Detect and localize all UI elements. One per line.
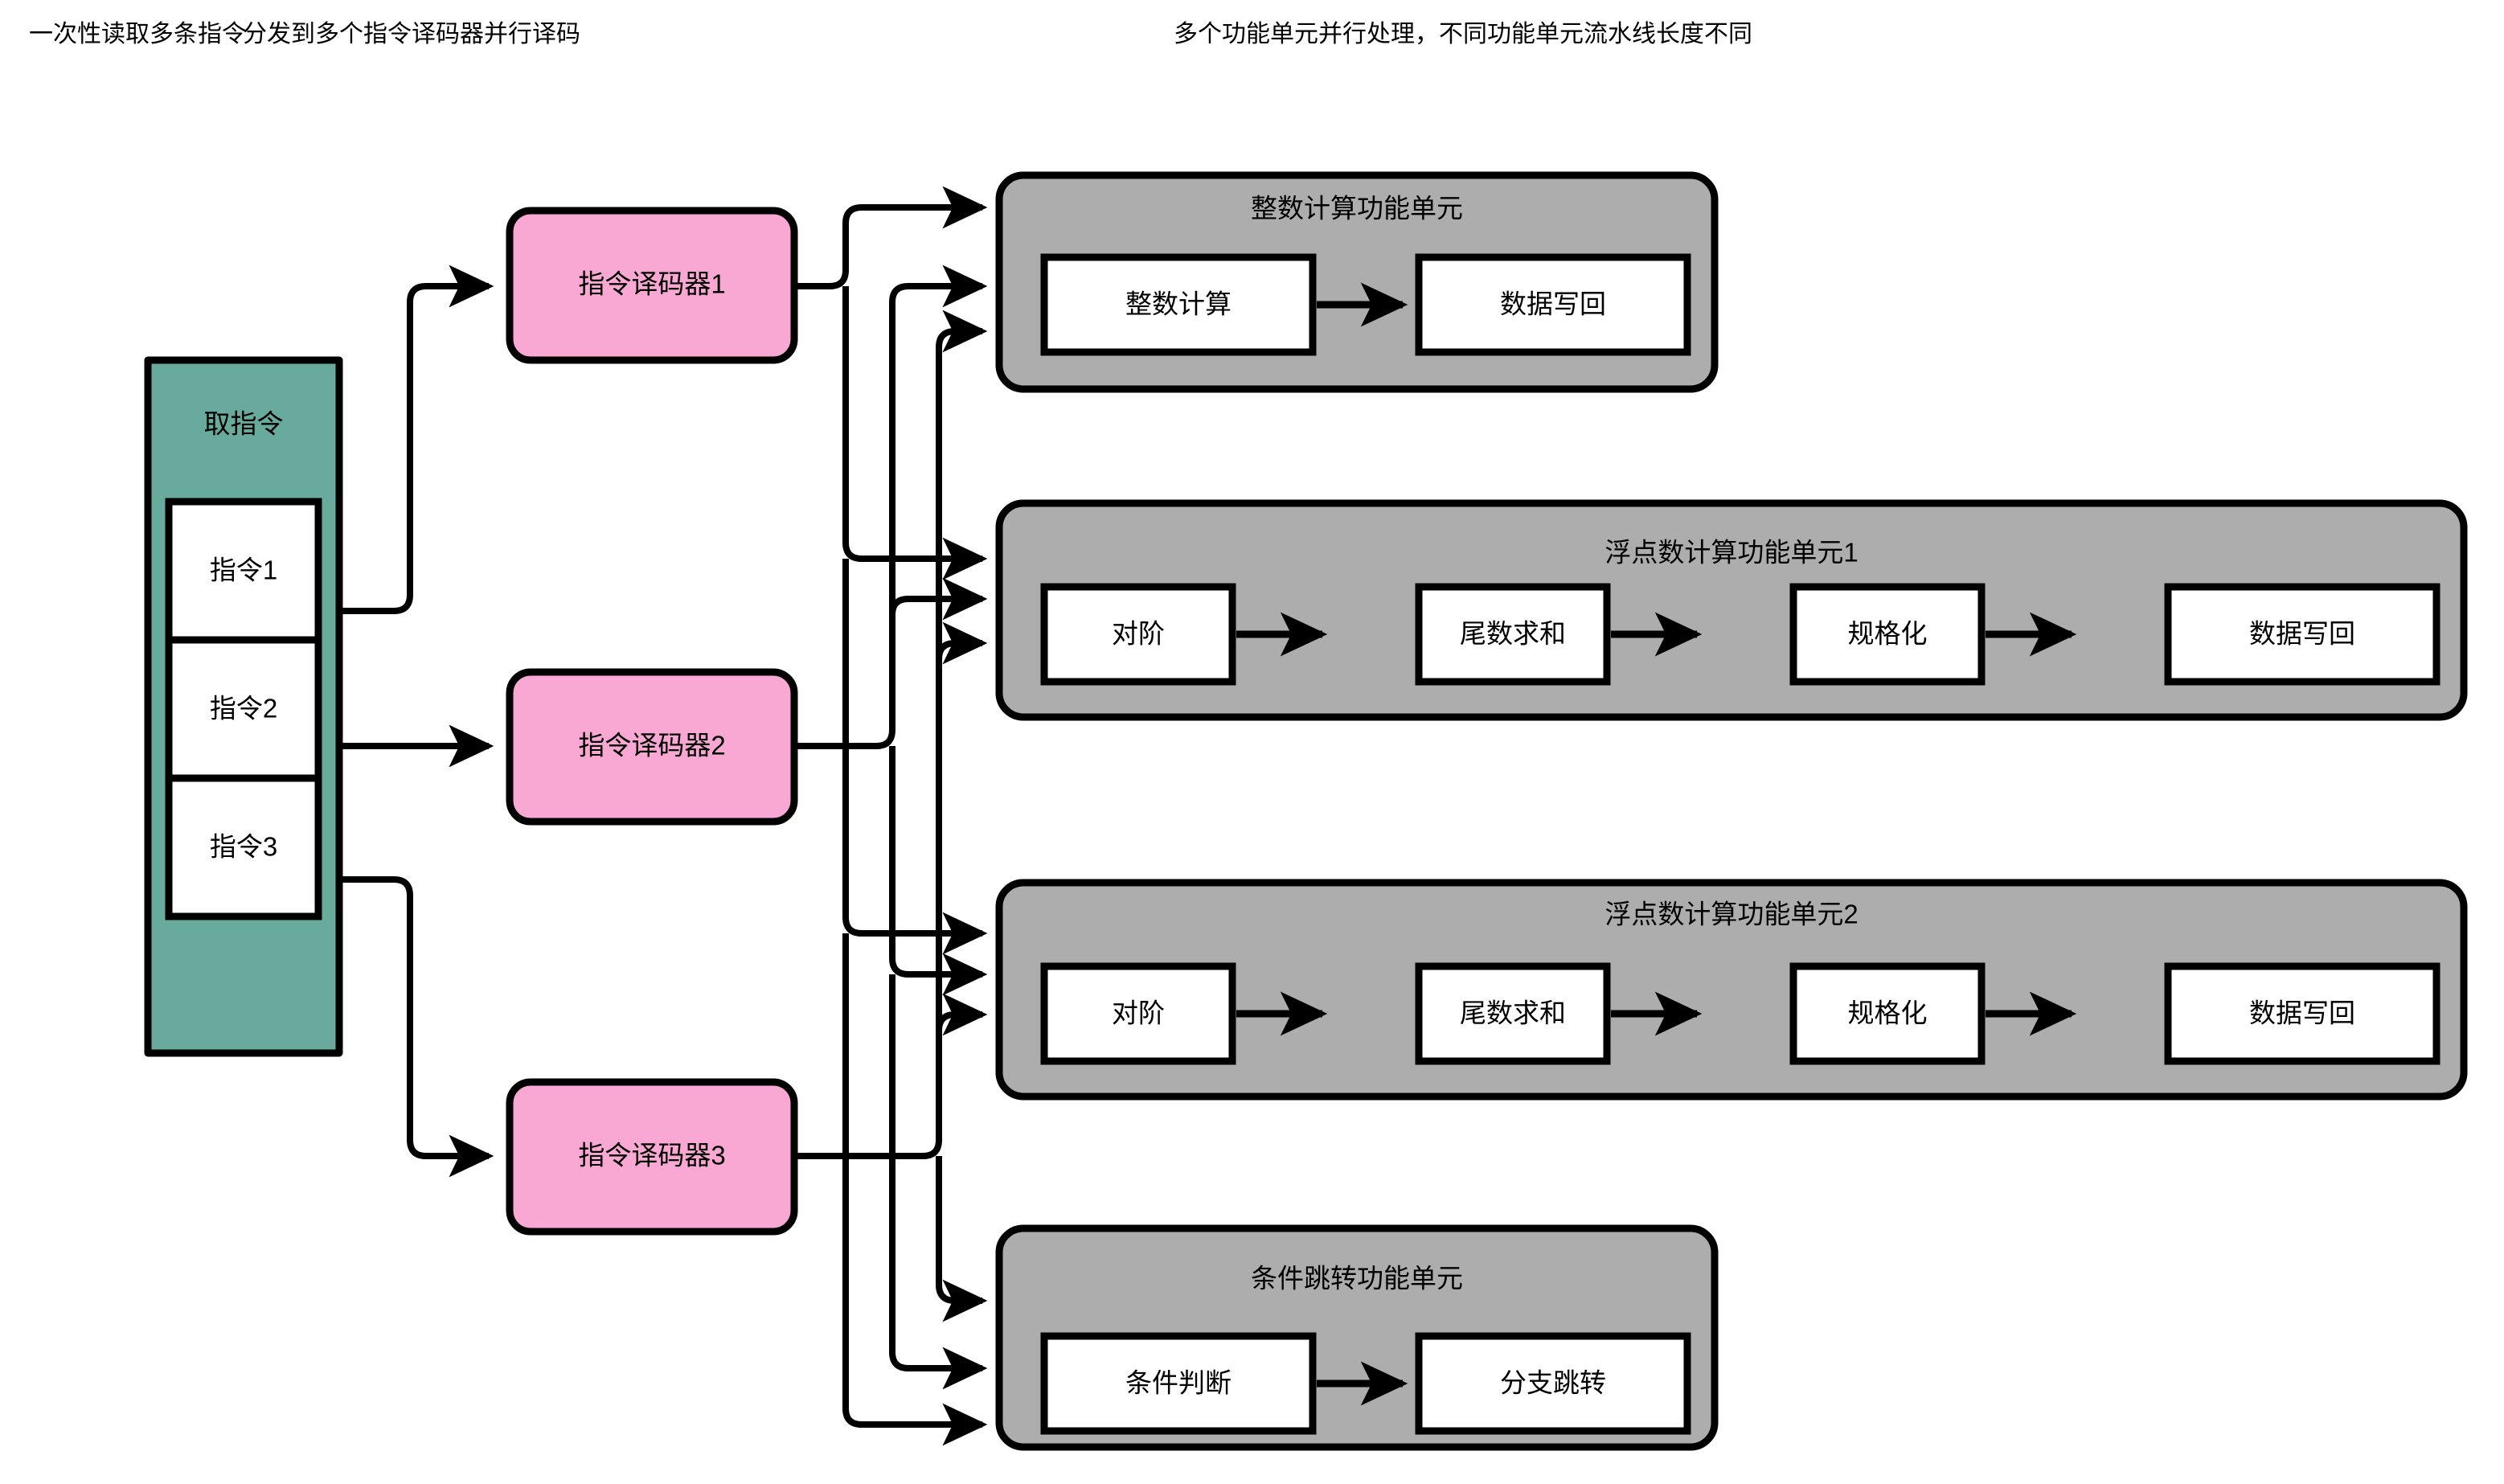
decoder-group: 指令译码器1 指令译码器2 指令译码器3: [506, 207, 798, 1236]
integer-stage-label-2: 数据写回: [1500, 289, 1606, 319]
integer-stage-box-2[interactable]: [1415, 253, 1691, 356]
connector-decoder1-to-fp-unit-1: [842, 286, 988, 580]
integer-stage-box-1[interactable]: [1040, 253, 1317, 356]
decoder-box-1[interactable]: [506, 207, 798, 364]
connector-decoder1-to-integer-unit: [797, 186, 988, 289]
connector-decoder1-to-fp-unit-2: [842, 559, 988, 955]
branch-stage-label-1: 条件判断: [1125, 1368, 1232, 1398]
fetch-stage-title: 取指令: [204, 409, 284, 439]
integer-stage-label-1: 整数计算: [1125, 289, 1232, 319]
fp2-stage-label-4: 数据写回: [2249, 998, 2355, 1028]
branch-stage-box-1[interactable]: [1040, 1332, 1317, 1435]
fp-unit-2-body: [995, 879, 2468, 1101]
decoder-box-2[interactable]: [506, 668, 798, 826]
connector-instr1-to-decoder1: [320, 264, 494, 614]
instruction-box-1[interactable]: [165, 498, 322, 644]
instruction-label-2: 指令2: [210, 694, 277, 724]
fp-unit-2-title: 浮点数计算功能单元2: [1604, 900, 1858, 929]
fp-unit-1-body: [995, 499, 2468, 721]
functional-unit-fp-1[interactable]: 浮点数计算功能单元1 对阶 尾数求和 规格化 数据写回: [995, 499, 2468, 721]
decoder-label-3: 指令译码器3: [578, 1141, 725, 1170]
connector-decoder2-to-branch-unit: [889, 974, 988, 1390]
connector-decoder3-to-branch-unit: [936, 1156, 988, 1322]
connector-instr3-to-decoder3: [320, 876, 494, 1178]
connector-decoder1-to-branch-unit: [842, 933, 988, 1446]
connector-decoder2-to-integer-unit: [797, 264, 988, 749]
decoder-to-unit-connectors: [797, 186, 988, 1446]
instruction-box-2[interactable]: [165, 636, 322, 782]
caption-decode: 分发到多个指令译码器并行译码: [243, 21, 580, 47]
fp1-stage-box-1[interactable]: [1040, 583, 1236, 686]
functional-unit-integer[interactable]: 整数计算功能单元 整数计算 数据写回: [995, 171, 1719, 393]
fetch-to-decoder-connectors: [320, 264, 494, 1178]
functional-unit-branch[interactable]: 条件跳转功能单元 条件判断 分支跳转: [995, 1224, 1719, 1451]
branch-unit-title: 条件跳转功能单元: [1251, 1264, 1463, 1293]
fp1-stage-box-2[interactable]: [1415, 583, 1611, 686]
fp1-stage-label-4: 数据写回: [2249, 619, 2355, 649]
fp2-stage-label-2: 尾数求和: [1460, 998, 1566, 1028]
fp1-stage-box-4[interactable]: [2164, 583, 2440, 686]
fp2-stage-box-1[interactable]: [1040, 962, 1236, 1065]
integer-unit-title: 整数计算功能单元: [1251, 194, 1463, 223]
instruction-box-3[interactable]: [165, 774, 322, 920]
fp1-stage-label-1: 对阶: [1112, 619, 1165, 649]
connector-decoder3-to-fp-unit-2: [936, 993, 988, 1140]
decoder-box-3[interactable]: [506, 1078, 798, 1236]
branch-stage-box-2[interactable]: [1415, 1332, 1691, 1435]
fp2-stage-box-4[interactable]: [2164, 962, 2440, 1065]
fp2-stage-box-2[interactable]: [1415, 962, 1611, 1065]
instruction-label-1: 指令1: [210, 555, 277, 585]
fp1-stage-box-3[interactable]: [1789, 583, 1986, 686]
connector-decoder3-to-fp-unit-1: [936, 621, 988, 1140]
caption-row: 一次性读取多条指令 分发到多个指令译码器并行译码 多个功能单元并行处理，不同功能…: [29, 21, 1752, 47]
instruction-label-3: 指令3: [210, 832, 277, 862]
fp2-stage-label-3: 规格化: [1848, 998, 1928, 1028]
fp-unit-1-title: 浮点数计算功能单元1: [1604, 538, 1858, 568]
fp2-stage-box-3[interactable]: [1789, 962, 1986, 1065]
functional-unit-fp-2[interactable]: 浮点数计算功能单元2 对阶 尾数求和 规格化 数据写回: [995, 879, 2468, 1101]
connector-decoder2-to-fp-unit-1: [889, 577, 988, 730]
fetch-stage[interactable]: 取指令 指令1 指令2 指令3: [144, 356, 343, 1057]
connector-decoder2-to-fp-unit-2: [889, 746, 988, 996]
branch-stage-label-2: 分支跳转: [1500, 1368, 1606, 1398]
fp2-stage-label-1: 对阶: [1112, 998, 1165, 1028]
decoder-label-2: 指令译码器2: [578, 731, 725, 760]
decoder-label-1: 指令译码器1: [578, 269, 725, 299]
fp1-stage-label-3: 规格化: [1848, 619, 1928, 649]
caption-execute: 多个功能单元并行处理，不同功能单元流水线长度不同: [1174, 21, 1752, 47]
fp1-stage-label-2: 尾数求和: [1460, 619, 1566, 649]
caption-fetch: 一次性读取多条指令: [29, 21, 246, 47]
